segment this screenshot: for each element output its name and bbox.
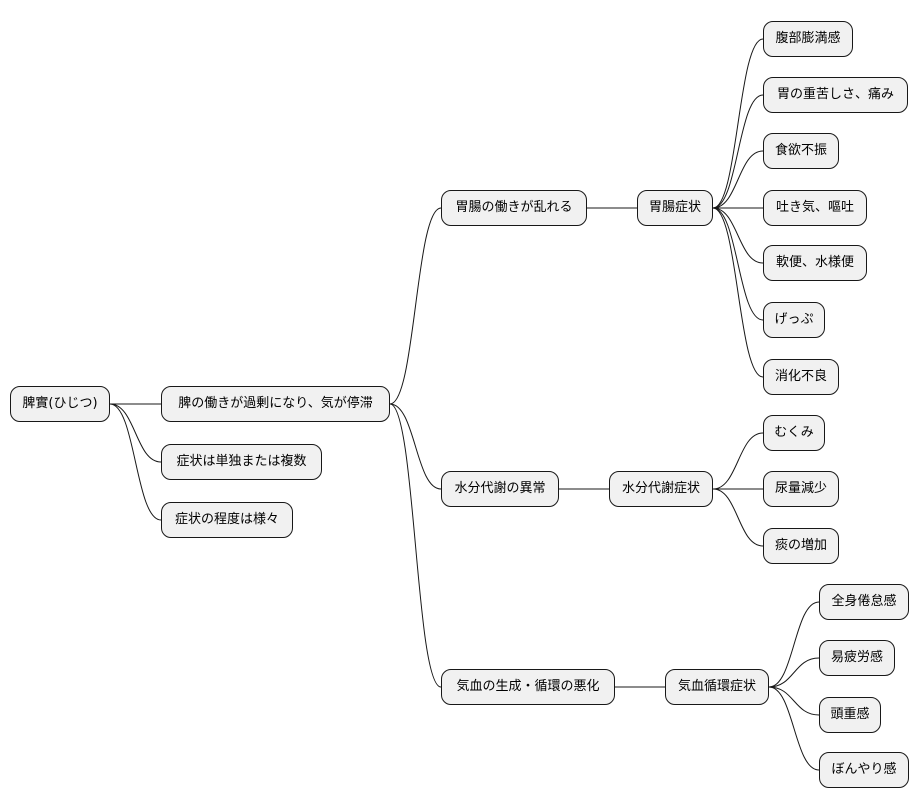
connector-line [768,601,820,688]
connector-line [109,403,162,521]
symptom-node: 食欲不振 [763,133,839,169]
symptom-node: 胃の重苦しさ、痛み [763,77,908,113]
symptom-node: 全身倦怠感 [819,584,909,620]
symptom-node: むくみ [763,415,825,451]
root-node: 脾實(ひじつ) [10,386,110,422]
connector-line [712,207,764,378]
connector-line [712,488,764,547]
branch-node-symptom-count: 症状は単独または複数 [161,444,322,480]
group-node-gut-symptoms: 胃腸症状 [637,190,713,226]
symptom-node: ぼんやり感 [819,752,909,788]
symptom-node: げっぷ [763,302,825,338]
symptom-node: 痰の増加 [763,528,839,564]
symptom-node: 軟便、水様便 [763,245,867,281]
connector-line [712,432,764,490]
connector-line [389,403,442,490]
symptom-node: 吐き気、嘔吐 [763,190,867,226]
symptom-node: 消化不良 [763,359,839,395]
symptom-node: 頭重感 [819,697,881,733]
connector-line [712,207,764,264]
symptom-node: 易疲労感 [819,640,895,676]
mechanism-node-gut: 胃腸の働きが乱れる [441,190,587,226]
mechanism-node-qi-blood: 気血の生成・循環の悪化 [441,669,615,705]
connector-line [712,150,764,209]
symptom-node: 腹部膨満感 [763,21,853,57]
connector-line [389,207,442,405]
connector-line [712,38,764,209]
mechanism-node-water: 水分代謝の異常 [441,471,559,507]
branch-node-hyperactivity: 脾の働きが過剰になり、気が停滞 [161,386,390,422]
connector-line [768,686,820,716]
connector-line [768,686,820,771]
connector-line [768,657,820,688]
connector-line [712,207,764,321]
connector-line [109,403,162,463]
connector-line [712,94,764,209]
connector-line [389,403,442,688]
branch-node-symptom-severity: 症状の程度は様々 [161,502,293,538]
symptom-node: 尿量減少 [763,471,839,507]
group-node-qi-blood-symptoms: 気血循環症状 [665,669,769,705]
group-node-water-symptoms: 水分代謝症状 [609,471,713,507]
